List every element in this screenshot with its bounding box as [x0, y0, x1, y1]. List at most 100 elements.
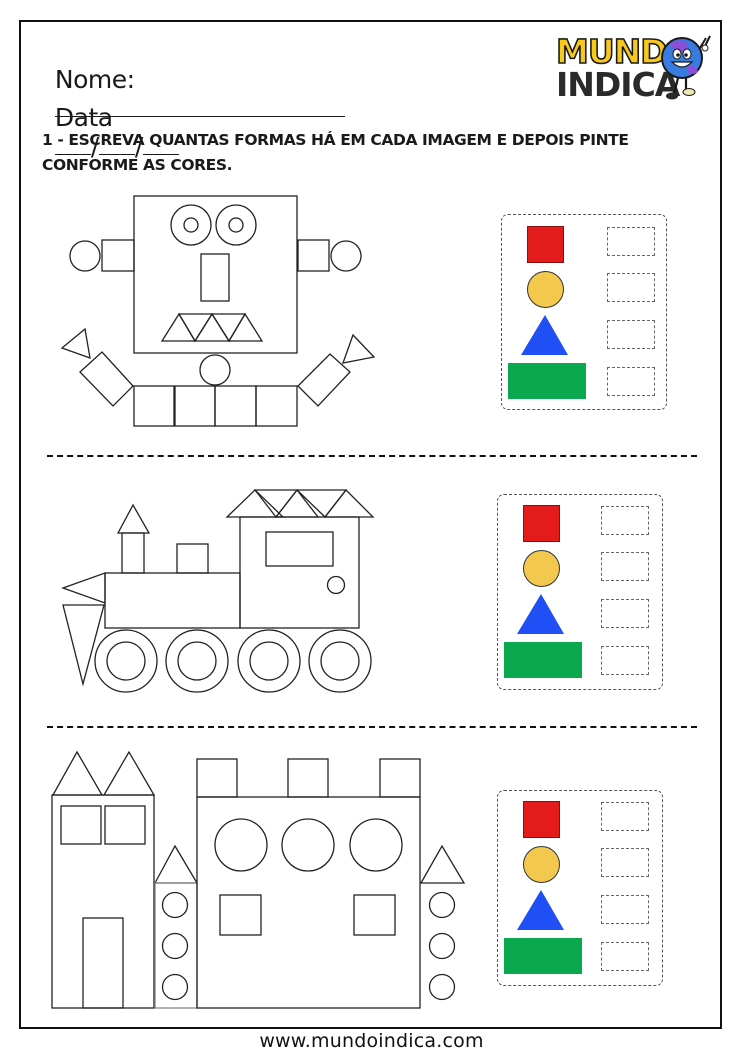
logo-word-indica: INDICA — [556, 65, 680, 104]
castle-side-circle — [161, 973, 189, 1001]
date-label: Data — [54, 103, 113, 132]
date-separator: / — [90, 132, 99, 161]
train-window-rectangle — [265, 531, 334, 567]
key-circle — [523, 846, 560, 883]
robot-body-square — [174, 385, 216, 427]
footer-website: www.mundoindica.com — [259, 1030, 484, 1052]
key-square — [523, 505, 560, 542]
robot-hand-triangle-right — [342, 333, 376, 364]
robot-eye-inner-left — [183, 217, 199, 233]
mundo-indica-logo: MUNDO INDICA — [548, 30, 713, 105]
castle-door-rectangle — [82, 917, 124, 1009]
robot-neck-circle — [199, 354, 231, 386]
train-chimney-rectangle — [121, 532, 145, 574]
date-field-row: Data / / — [40, 74, 179, 161]
key-triangle — [517, 890, 564, 930]
date-day-line[interactable] — [54, 132, 91, 155]
date-separator: / — [134, 132, 143, 161]
name-field-row: Nome: — [40, 36, 345, 123]
castle-side-roof-triangle — [419, 844, 466, 884]
key-rectangle — [504, 938, 582, 974]
color-key-panel-castle — [497, 790, 663, 986]
key-rectangle — [508, 363, 586, 399]
train-wheel-inner — [249, 641, 289, 681]
robot-mouth-triangle — [210, 313, 247, 343]
train-wheel-outer — [94, 629, 158, 693]
castle-wall-circle — [349, 818, 403, 872]
castle-wall-circle — [214, 818, 268, 872]
answer-box-rectangle[interactable] — [601, 646, 649, 675]
key-circle — [523, 550, 560, 587]
castle-wall-window-square — [219, 894, 262, 936]
robot-ear-square-right — [297, 239, 330, 272]
answer-box-circle[interactable] — [607, 273, 655, 302]
robot-ear-circle-right — [330, 240, 362, 272]
color-key-panel-robot — [501, 214, 667, 410]
date-month-line[interactable] — [98, 132, 135, 155]
train-front-triangle — [61, 572, 106, 604]
date-year-line[interactable] — [142, 132, 179, 155]
page-frame — [19, 20, 722, 1029]
robot-mouth-triangle — [227, 312, 264, 342]
train-wheel-inner — [106, 641, 146, 681]
castle-main-wall-rectangle — [196, 796, 421, 1009]
train-wheel-outer — [308, 629, 372, 693]
key-circle — [527, 271, 564, 308]
answer-box-triangle[interactable] — [601, 895, 649, 924]
robot-hand-triangle-left — [60, 327, 91, 359]
castle-side-circle — [428, 973, 456, 1001]
train-chimney-triangle — [116, 503, 151, 534]
robot-drawing — [60, 195, 376, 427]
train-drawing — [61, 488, 375, 693]
answer-box-triangle[interactable] — [607, 320, 655, 349]
robot-mouth-triangle — [193, 312, 231, 342]
train-cab-rectangle — [239, 516, 360, 629]
train-roof-triangle — [323, 489, 375, 518]
answer-box-square[interactable] — [607, 227, 655, 256]
train-roof-triangle — [225, 489, 285, 518]
color-key-panel-train — [497, 494, 663, 690]
castle-tower-roof-triangle — [51, 750, 104, 796]
robot-head-square — [133, 195, 298, 354]
train-dome-square — [176, 543, 209, 574]
train-roof-triangle — [253, 489, 299, 519]
robot-body-square — [255, 385, 298, 427]
name-label: Nome: — [54, 65, 135, 94]
robot-eye-inner-right — [228, 217, 244, 233]
robot-arm-rectangle-right — [297, 353, 351, 407]
castle-tower-roof-triangle — [102, 750, 156, 796]
answer-box-triangle[interactable] — [601, 599, 649, 628]
robot-body-square — [133, 385, 175, 427]
answer-box-rectangle[interactable] — [601, 942, 649, 971]
robot-arm-rectangle-left — [79, 351, 134, 407]
answer-box-square[interactable] — [601, 802, 649, 831]
castle-side-circle — [161, 891, 189, 919]
castle-tower-window-square — [104, 805, 146, 845]
train-boiler-rectangle — [104, 572, 241, 629]
castle-left-tower-rectangle — [51, 794, 155, 1009]
section-divider — [47, 726, 697, 728]
answer-box-circle[interactable] — [601, 552, 649, 581]
castle-wall-window-square — [353, 894, 396, 936]
castle-battlement-square — [196, 758, 238, 798]
robot-eye-outer-right — [215, 204, 257, 246]
train-wheel-outer — [237, 629, 301, 693]
answer-box-square[interactable] — [601, 506, 649, 535]
key-triangle — [517, 594, 564, 634]
robot-mouth-triangle — [177, 313, 214, 343]
key-triangle — [521, 315, 568, 355]
robot-nose-rectangle — [200, 253, 230, 302]
exercise-instructions: 1 - ESCREVA QUANTAS FORMAS HÁ EM CADA IM… — [42, 131, 629, 174]
castle-side-roof-triangle — [153, 844, 199, 884]
answer-box-rectangle[interactable] — [607, 367, 655, 396]
globe-mascot-icon — [661, 35, 711, 100]
castle-drawing — [51, 750, 466, 1009]
castle-side-circle — [428, 932, 456, 960]
castle-side-circle — [161, 932, 189, 960]
answer-box-circle[interactable] — [601, 848, 649, 877]
name-input-line[interactable] — [54, 94, 345, 117]
castle-side-column-left — [154, 882, 198, 1009]
robot-ear-circle-left — [69, 240, 101, 272]
castle-battlement-square — [287, 758, 329, 798]
train-cowcatcher-triangle — [62, 604, 105, 687]
